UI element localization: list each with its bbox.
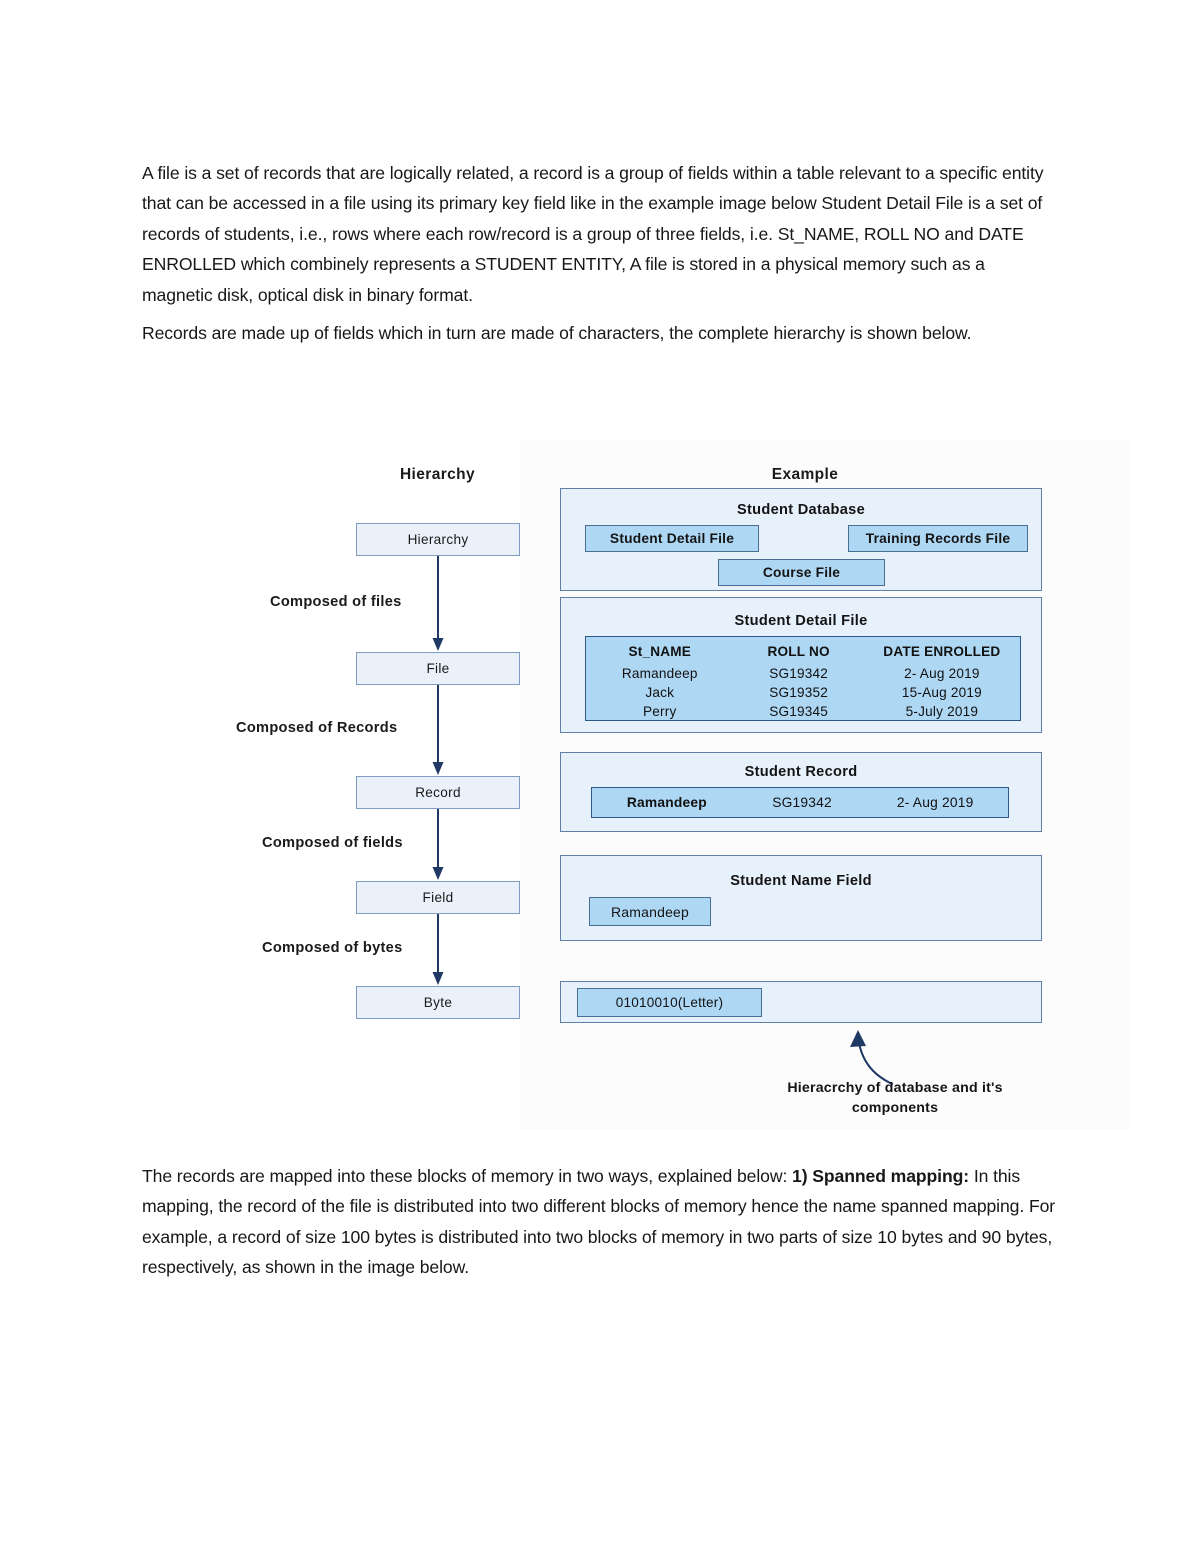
cell-roll: SG19352 — [769, 685, 829, 700]
hierarchy-arrow-label-composed-of-records: Composed of Records — [236, 720, 398, 736]
chip-student-name-value: Ramandeep — [589, 897, 711, 926]
hierarchy-arrow-label-composed-of-fields: Composed of fields — [262, 835, 403, 851]
panel-byte: 01010010(Letter) — [560, 981, 1042, 1023]
arrow-down-icon-1 — [431, 556, 445, 652]
student-record-row: Ramandeep SG19342 2- Aug 2019 — [591, 787, 1009, 818]
paragraph-spanned-lead: The records are mapped into these blocks… — [142, 1165, 793, 1186]
cell-date: 5-July 2019 — [905, 704, 979, 719]
panel-student-name-field: Student Name Field Ramandeep — [560, 855, 1042, 941]
arrow-down-icon-3 — [431, 809, 445, 881]
table-row: Jack SG19352 15-Aug 2019 — [586, 683, 1020, 702]
hierarchy-box-hierarchy: Hierarchy — [356, 523, 520, 556]
hierarchy-box-file: File — [356, 652, 520, 685]
panel-title-student-name-field: Student Name Field — [730, 873, 872, 889]
paragraph-file-definition: A file is a set of records that are logi… — [142, 162, 1044, 305]
diagram-column-heading-hierarchy: Hierarchy — [399, 466, 476, 483]
column-header-st-name: St_NAME — [628, 644, 692, 659]
hierarchy-box-byte: Byte — [356, 986, 520, 1019]
cell-date: 15-Aug 2019 — [901, 685, 982, 700]
chip-byte-value: 01010010(Letter) — [577, 988, 762, 1017]
table-row: Perry SG19345 5-July 2019 — [586, 702, 1020, 721]
chip-training-records-file: Training Records File — [848, 525, 1028, 552]
panel-title-student-database: Student Database — [736, 502, 866, 518]
cell-name: Ramandeep — [621, 666, 698, 681]
paragraph-spanned-mapping: The records are mapped into these blocks… — [142, 1161, 1064, 1283]
panel-title-student-record: Student Record — [744, 764, 858, 780]
table-header-row: St_NAME ROLL NO DATE ENROLLED — [586, 642, 1020, 664]
panel-student-record: Student Record Ramandeep SG19342 2- Aug … — [560, 752, 1042, 832]
arrow-down-icon-2 — [431, 685, 445, 776]
panel-student-database: Student Database Student Detail File Tra… — [560, 488, 1042, 591]
panel-title-student-detail-file: Student Detail File — [734, 613, 868, 629]
chip-student-detail-file: Student Detail File — [585, 525, 759, 552]
chip-course-file: Course File — [718, 559, 885, 586]
panel-student-detail-file: Student Detail File St_NAME ROLL NO DATE… — [560, 597, 1042, 733]
arrow-down-icon-4 — [431, 914, 445, 986]
cell-name: Perry — [643, 704, 677, 719]
paragraph-spanned-bold-label: 1) Spanned mapping: — [792, 1165, 970, 1186]
column-header-date-enrolled: DATE ENROLLED — [883, 644, 1001, 659]
paragraph-records-hierarchy: Records are made up of fields which in t… — [142, 322, 972, 343]
cell-roll: SG19342 — [769, 666, 829, 681]
hierarchy-arrow-label-composed-of-files: Composed of files — [270, 594, 402, 610]
record-cell-name: Ramandeep — [626, 795, 707, 810]
diagram-caption: Hieracrchy of database and it's componen… — [787, 1080, 1003, 1116]
cell-roll: SG19345 — [769, 704, 829, 719]
hierarchy-box-field: Field — [356, 881, 520, 914]
diagram-column-heading-example: Example — [771, 466, 839, 483]
hierarchy-box-record: Record — [356, 776, 520, 809]
hierarchy-arrow-label-composed-of-bytes: Composed of bytes — [262, 940, 403, 956]
record-cell-roll: SG19342 — [772, 795, 832, 810]
curved-arrow-icon — [840, 1028, 910, 1088]
record-cell-date: 2- Aug 2019 — [896, 795, 974, 810]
student-detail-table: St_NAME ROLL NO DATE ENROLLED Ramandeep … — [585, 636, 1021, 721]
table-row: Ramandeep SG19342 2- Aug 2019 — [586, 664, 1020, 683]
paragraph-spanned-rest: In this mapping, the record of the file … — [142, 1165, 1056, 1278]
cell-date: 2- Aug 2019 — [904, 666, 980, 681]
cell-name: Jack — [645, 685, 675, 700]
column-header-roll-no: ROLL NO — [767, 644, 830, 659]
